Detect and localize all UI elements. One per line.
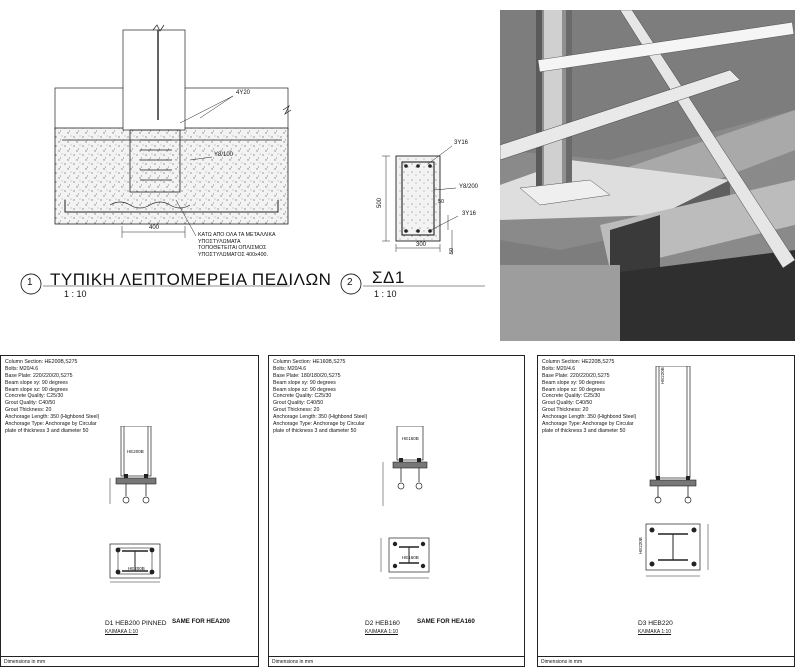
panel-section-label: HE220B [660, 367, 665, 384]
panel-footer: Dimensions in mm [538, 656, 794, 666]
base-connection-drawing [645, 366, 709, 577]
panel-footer: Dimensions in mm [269, 656, 524, 666]
panel-scale: ΚΛΙΜΑΚΑ 1:10 [105, 629, 139, 635]
section-cover-dimension-2: 50 [438, 199, 445, 205]
panel-same-for: SAME FOR HEA160 [417, 618, 475, 625]
panel-same-for: SAME FOR HEA200 [172, 618, 230, 625]
section-height-dimension: 500 [377, 197, 384, 209]
detail-scale-1: 1 : 10 [64, 289, 87, 299]
detail-number-2: 2 [347, 277, 353, 288]
beam-section-outline [395, 155, 441, 242]
footing-concrete [54, 127, 289, 225]
base-connection-drawing [109, 426, 161, 583]
rebar-top-label: 4Υ20 [236, 90, 251, 96]
panel-caption: D2 HEB160 [365, 620, 400, 627]
section-rebar-bottom-label: 3Υ16 [462, 211, 477, 217]
footing-note: ΚΑΤΩ ΑΠΟ ΟΛΑ ΤΑ ΜΕΤΑΛΛΙΚΑ ΥΠΟΣΤΥΛΩΜΑΤΑ Τ… [198, 232, 276, 258]
panel-plan-label: HE200B [128, 566, 145, 571]
panel-plan-label: HE220B [638, 537, 643, 554]
footing-detail-drawing [20, 24, 292, 295]
panel-section-label: HE160B [402, 436, 419, 441]
panel-section-label: HE200B [127, 449, 144, 454]
detail-number-1: 1 [27, 277, 33, 288]
base-connection-drawing [380, 426, 430, 579]
panel-scale: ΚΛΙΜΑΚΑ 1:10 [365, 629, 399, 635]
stirrup-label: Υ8/100 [214, 152, 234, 158]
3d-render-view [500, 10, 795, 341]
panel-caption: D3 HEB220 [638, 620, 673, 627]
panel-footer: Dimensions in mm [1, 656, 258, 666]
panel-caption: D1 HEB200 PINNED [105, 620, 167, 627]
anchor-cage [129, 129, 181, 193]
section-cover-dimension: 50 [449, 247, 456, 255]
column-outline [122, 29, 186, 131]
beam-section-drawing [340, 145, 485, 295]
width-dimension: 400 [149, 225, 160, 231]
detail-scale-2: 1 : 10 [374, 289, 397, 299]
section-stirrup-label: Υ8/200 [459, 184, 479, 190]
section-rebar-top-label: 3Υ16 [454, 140, 469, 146]
section-width-dimension: 300 [416, 242, 427, 248]
detail-title-1: ΤΥΠΙΚΗ ΛΕΠΤΟΜΕΡΕΙΑ ΠΕΔΙΛΩΝ [50, 270, 332, 289]
detail-title-2: ΣΔ1 [372, 268, 405, 287]
panel-plan-label: HE160B [402, 555, 419, 560]
panel-scale: ΚΛΙΜΑΚΑ 1:10 [638, 629, 672, 635]
